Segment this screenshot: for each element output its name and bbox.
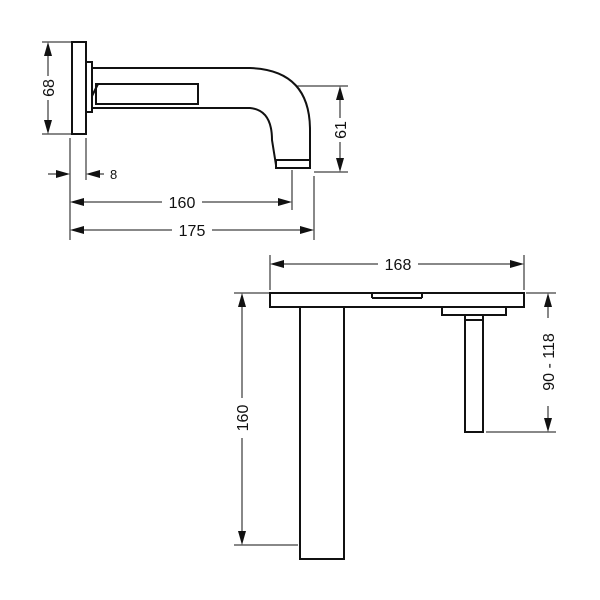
label-handle-range: 90 - 118 [541, 333, 558, 391]
wall-flange [71, 41, 87, 135]
label-flange-height: 68 [41, 79, 58, 97]
label-spout-drop: 61 [333, 121, 350, 139]
cover-plate [269, 292, 525, 308]
dim-handle-range: 90 - 118 [486, 292, 558, 433]
spout-side-view [71, 41, 311, 169]
handle-stem [464, 314, 484, 433]
label-plate-width: 168 [385, 257, 412, 274]
concealed-body-view [269, 292, 525, 560]
dim-flange-thickness: 8 [48, 138, 117, 240]
label-overall-length: 175 [179, 223, 206, 240]
spout-body [92, 67, 311, 166]
label-spout-length: 160 [169, 195, 196, 212]
dim-spout-drop: 61 [296, 85, 350, 173]
dim-flange-height: 68 [38, 41, 72, 135]
dim-overall-length: 175 [70, 176, 315, 240]
dim-spout-length: 160 [70, 170, 293, 212]
body-housing [299, 306, 345, 560]
handle-mount [441, 306, 507, 316]
spout-outlet [275, 159, 311, 169]
label-body-depth: 160 [235, 405, 252, 432]
label-flange-thickness: 8 [110, 167, 117, 182]
spout-slot [95, 83, 199, 105]
dim-body-depth: 160 [232, 292, 298, 546]
flange-collar [85, 61, 93, 113]
dim-plate-width: 168 [269, 253, 525, 290]
